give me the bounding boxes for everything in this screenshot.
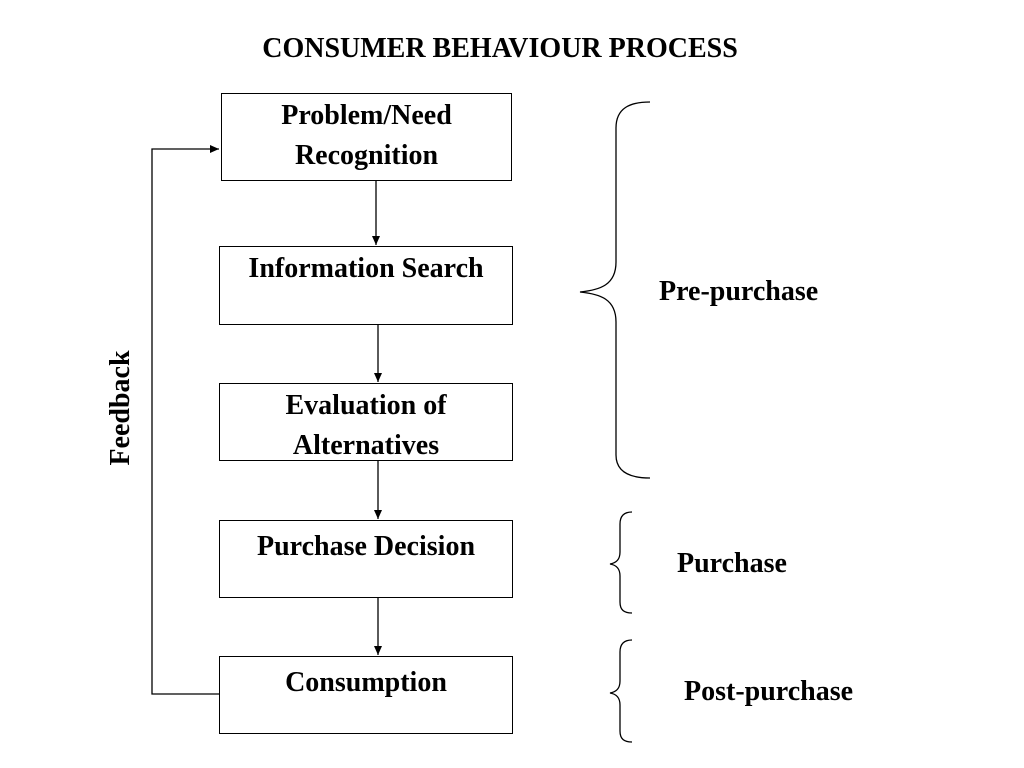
post-purchase-brace: [609, 639, 633, 743]
phase-label-purchase: Purchase: [677, 548, 787, 579]
feedback-loop-arrow: [151, 145, 219, 695]
phase-label-pre-purchase: Pre-purchase: [659, 276, 819, 307]
feedback-label: Feedback: [105, 350, 137, 466]
step-label: Information Search: [248, 253, 484, 284]
step-label: Purchase Decision: [256, 531, 476, 562]
pre-purchase-brace: [579, 101, 651, 479]
step-consumption: Consumption: [219, 656, 513, 734]
diagram-title: CONSUMER BEHAVIOUR PROCESS: [262, 33, 738, 64]
step-label: Consumption: [285, 667, 447, 698]
step-purchase-decision: Purchase Decision: [219, 520, 513, 598]
step-problem-need-recognition: Problem/Need Recognition: [221, 93, 512, 181]
step-information-search: Information Search: [219, 246, 513, 325]
purchase-brace: [609, 511, 633, 614]
phase-label-post-purchase: Post-purchase: [684, 676, 854, 707]
step-label: Evaluation of Alternatives: [285, 390, 447, 461]
step-evaluation-of-alternatives: Evaluation of Alternatives: [219, 383, 513, 461]
step-label: Problem/Need Recognition: [281, 100, 452, 171]
